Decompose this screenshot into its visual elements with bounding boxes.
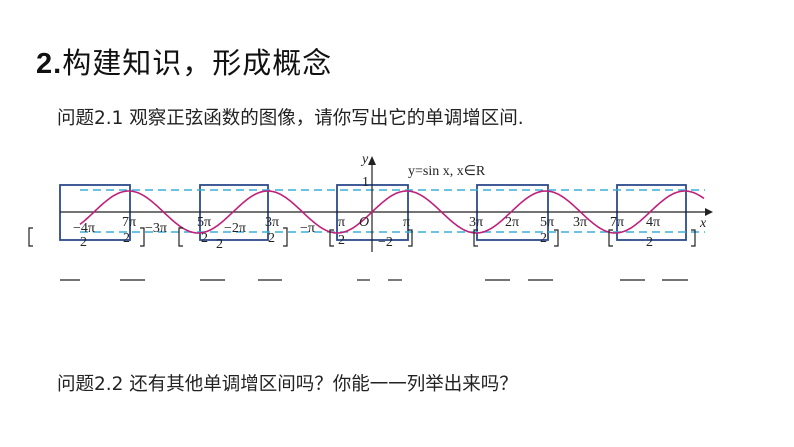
x-tick-label: 7π bbox=[610, 215, 624, 230]
x-tick-label: −2π bbox=[224, 221, 246, 236]
right-bracket bbox=[283, 227, 288, 247]
y-axis-label: y bbox=[360, 152, 369, 167]
x-tick-label: 2 bbox=[216, 237, 223, 252]
x-tick-label: 2π bbox=[505, 215, 519, 230]
origin-label: O bbox=[359, 215, 369, 230]
left-bracket bbox=[473, 229, 478, 247]
x-tick-label: 3π bbox=[469, 215, 483, 230]
x-tick-label: 3π bbox=[573, 215, 587, 230]
right-bracket bbox=[691, 229, 696, 247]
y-tick-1: 1 bbox=[362, 175, 369, 190]
x-axis-label: x bbox=[699, 216, 707, 231]
function-label: y=sin x, x∈R bbox=[408, 164, 486, 179]
x-tick-label: 2 bbox=[123, 231, 130, 246]
x-tick-label: −4π bbox=[73, 221, 95, 236]
title-number: 2. bbox=[36, 48, 63, 80]
left-bracket bbox=[28, 227, 33, 247]
question-2-2: 问题2.2 还有其他单调增区间吗？你能一一列举出来吗？ bbox=[57, 374, 518, 395]
x-tick-label: 2 bbox=[80, 235, 87, 250]
left-bracket bbox=[178, 227, 183, 247]
x-tick-label: 5π bbox=[197, 215, 211, 230]
x-tick-label: 2 bbox=[201, 231, 208, 246]
left-bracket bbox=[608, 229, 613, 247]
y-axis-arrow-icon bbox=[368, 156, 376, 165]
x-tick-label: 2 bbox=[646, 235, 653, 250]
right-bracket bbox=[140, 227, 145, 247]
brackets bbox=[28, 227, 696, 247]
left-bracket bbox=[329, 229, 334, 247]
x-tick-label: −2 bbox=[378, 235, 393, 250]
sine-curve bbox=[79, 190, 705, 234]
right-bracket bbox=[408, 229, 413, 247]
x-tick-label: 3π bbox=[265, 215, 279, 230]
title-text: 构建知识，形成概念 bbox=[62, 46, 333, 80]
x-tick-label: −3π bbox=[145, 221, 167, 236]
x-tick-label: 2 bbox=[268, 231, 275, 246]
slide-title: 2.构建知识，形成概念 bbox=[36, 40, 332, 82]
x-axis-arrow-icon bbox=[705, 208, 713, 216]
x-tick-label: π bbox=[338, 215, 345, 230]
x-tick-label: 2 bbox=[540, 231, 547, 246]
x-tick-label: −π bbox=[300, 221, 315, 236]
question-2-1: 问题2.1 观察正弦函数的图像，请你写出它的单调增区间. bbox=[57, 108, 524, 129]
right-bracket bbox=[554, 229, 559, 247]
x-tick-label: 7π bbox=[122, 215, 136, 230]
x-tick-label: 2 bbox=[338, 233, 345, 248]
x-tick-label: 5π bbox=[540, 215, 554, 230]
x-tick-label: π bbox=[403, 215, 410, 230]
x-tick-label: 4π bbox=[646, 215, 660, 230]
